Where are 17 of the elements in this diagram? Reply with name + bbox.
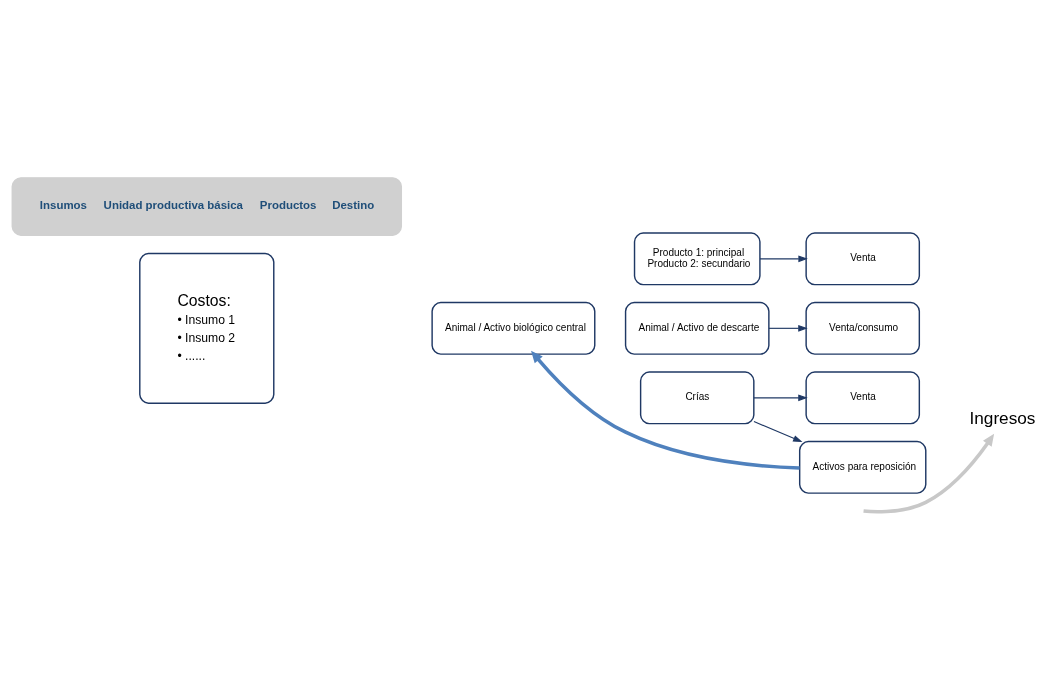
node-box: Venta: [805, 231, 921, 285]
node-box: Venta/consumo: [805, 301, 921, 355]
node-box: Animal / Activo de descarte: [624, 301, 770, 355]
node-box: Activos para reposición: [798, 440, 927, 494]
node-box: Insumos Unidad productiva básica Productos Destino: [11, 176, 403, 236]
arrow: [753, 394, 808, 401]
node-box: Producto 1: principal Producto 2: secundario: [633, 231, 761, 285]
arrow: [759, 255, 808, 262]
node-box: Venta: [805, 370, 921, 424]
node-box: Costos: • Insumo 1 • Insumo 2 • ......: [139, 252, 275, 404]
arrow: [863, 433, 995, 513]
arrow: [531, 350, 800, 470]
arrow: [768, 324, 808, 332]
node-box: Animal / Activo biológico central: [431, 301, 596, 355]
node-text: Ingresos: [969, 407, 1036, 428]
node-box: Crías: [639, 370, 755, 424]
arrow: [753, 420, 803, 442]
